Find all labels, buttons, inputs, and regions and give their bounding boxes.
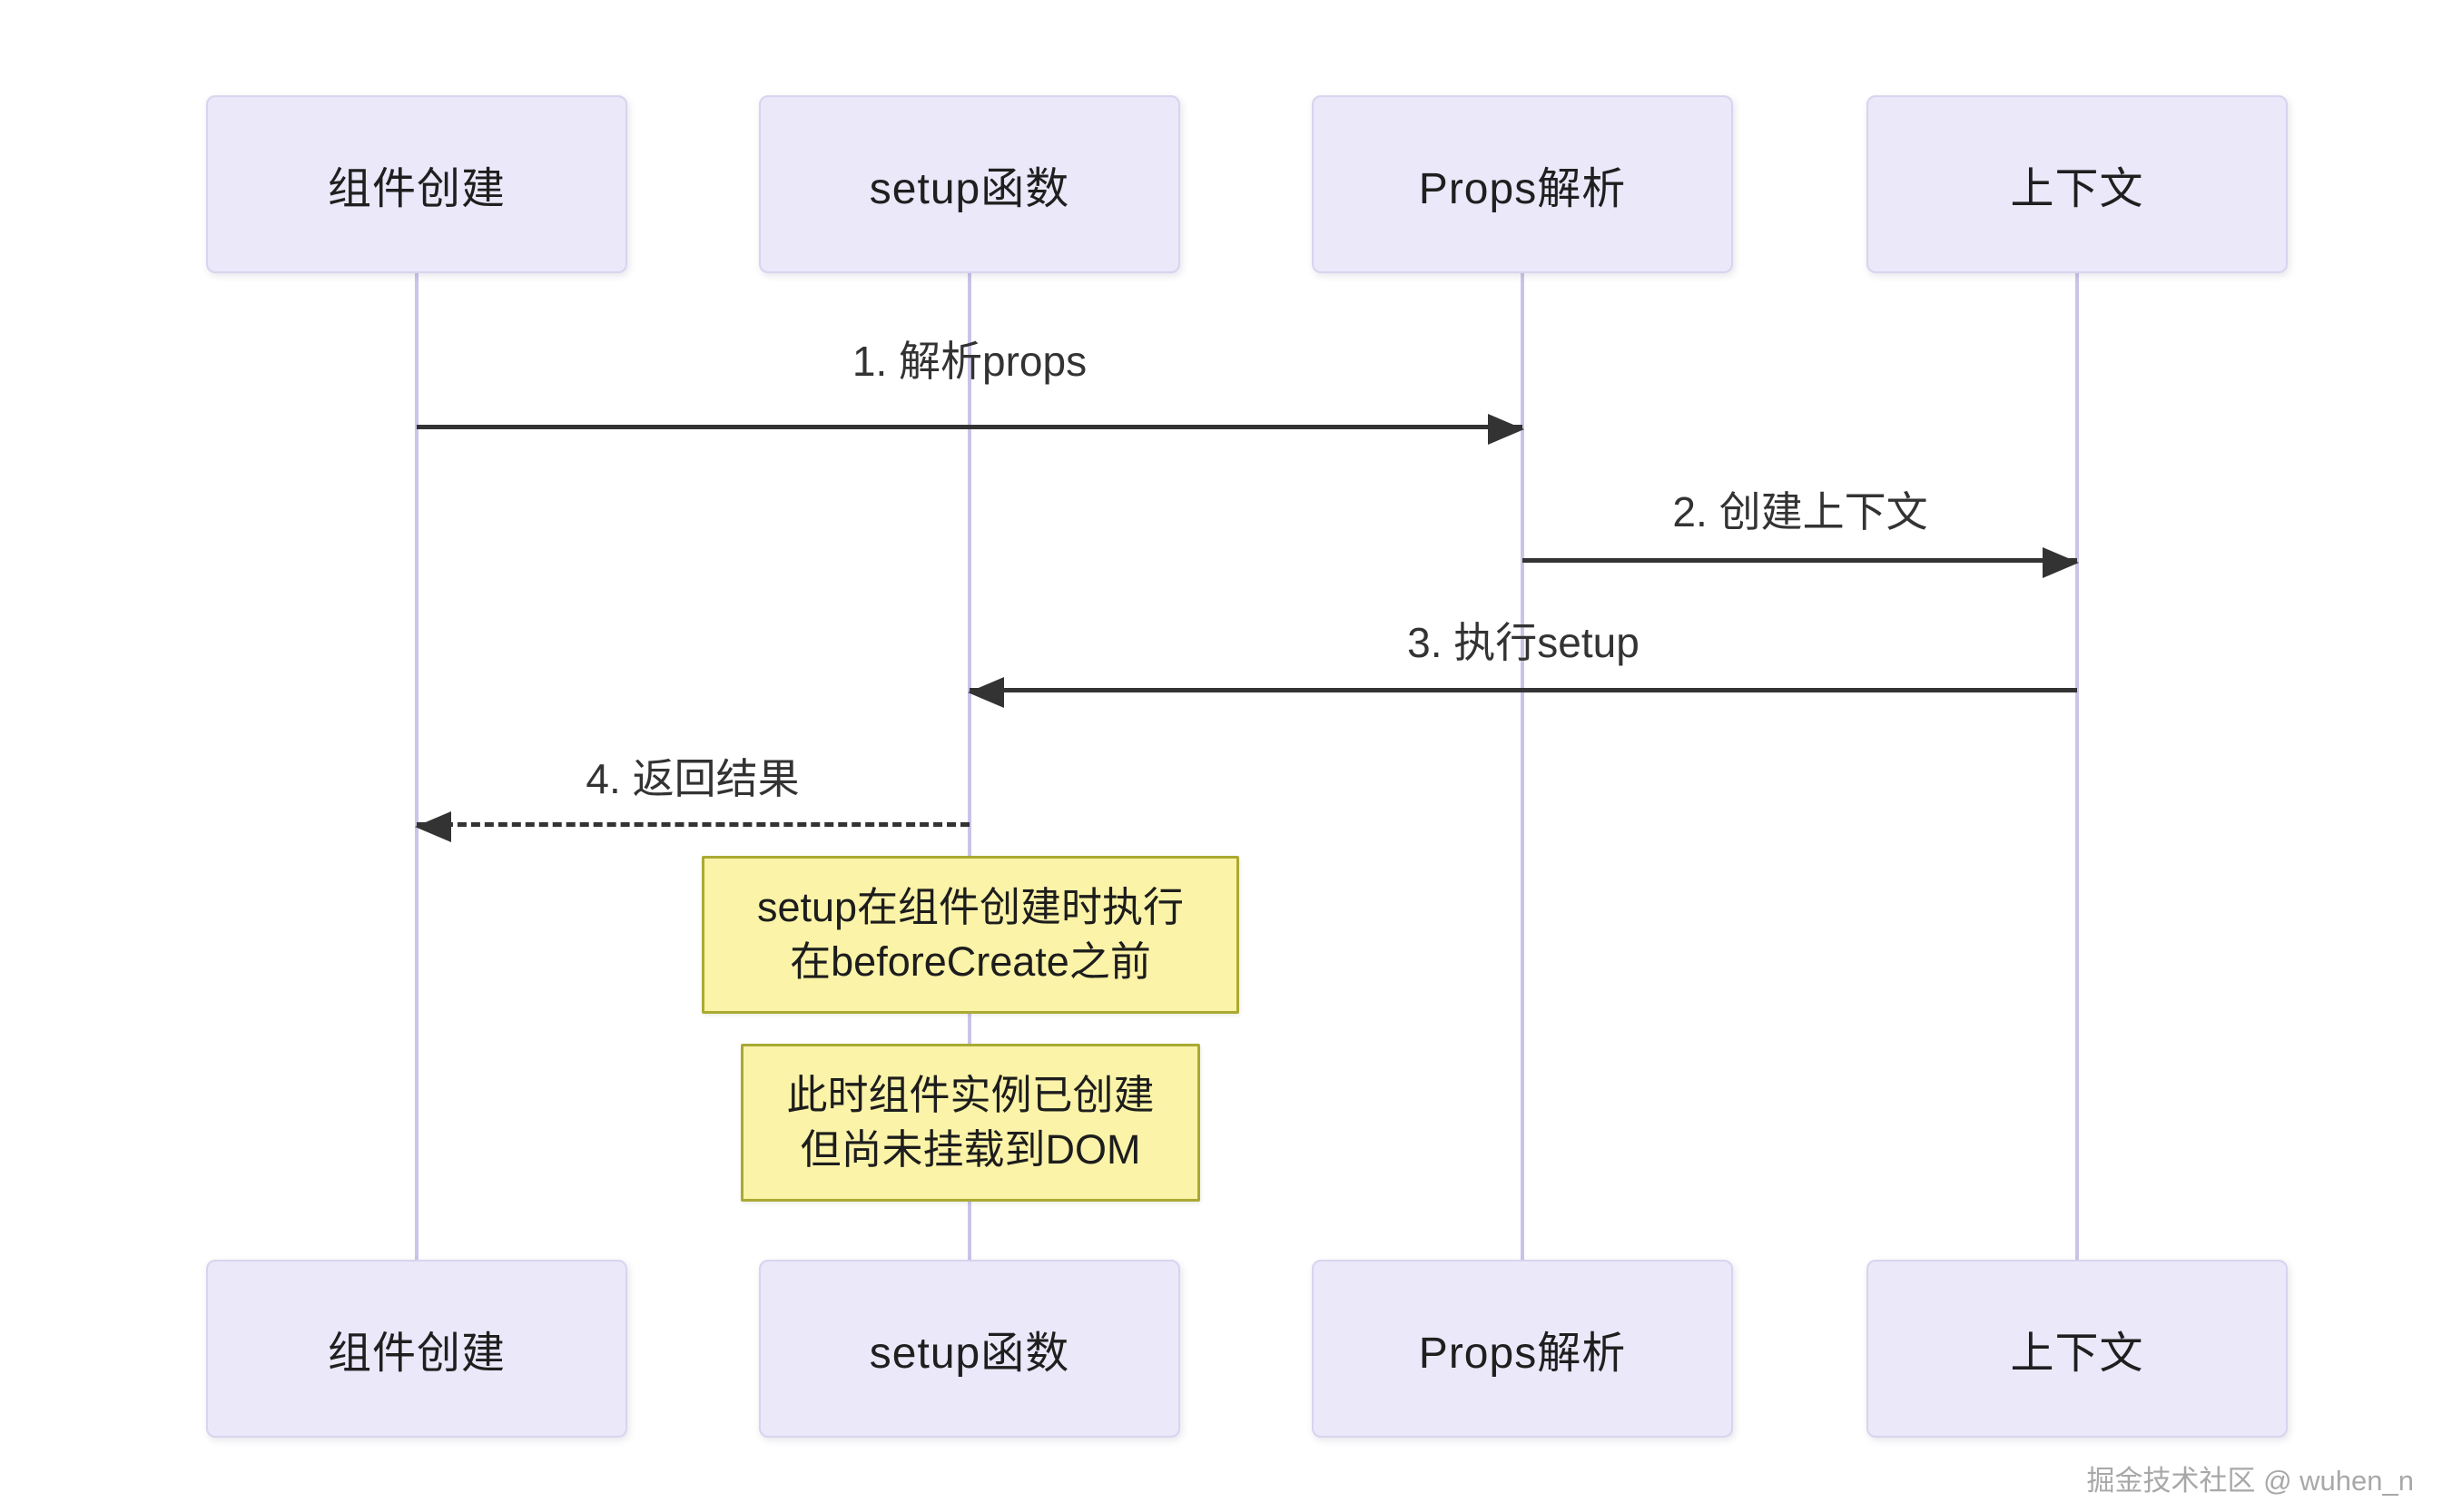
note-line: 但尚未挂载到DOM [800, 1126, 1141, 1173]
note-line: 在beforeCreate之前 [790, 938, 1151, 985]
arrowhead-left-icon [968, 677, 1004, 708]
actor-bottom-context: 上下文 [1866, 1260, 2288, 1438]
actor-label: 组件创建 [327, 1330, 506, 1378]
actor-label: setup函数 [869, 1330, 1070, 1378]
actor-label: Props解析 [1418, 165, 1627, 213]
actor-label: 上下文 [2010, 165, 2144, 213]
actor-label: setup函数 [869, 165, 1070, 213]
actor-top-component-creation: 组件创建 [206, 95, 627, 273]
actor-top-setup-function: setup函数 [759, 95, 1180, 273]
actor-label: Props解析 [1418, 1330, 1627, 1378]
actor-top-props-parsing: Props解析 [1312, 95, 1733, 273]
actor-label: 组件创建 [327, 165, 506, 213]
actor-top-context: 上下文 [1866, 95, 2288, 273]
note-instance-created-not-mounted: 此时组件实例已创建 但尚未挂载到DOM [741, 1044, 1200, 1202]
message-label-1: 1. 解析props [852, 338, 1088, 385]
note-line: setup在组件创建时执行 [756, 884, 1185, 931]
arrowhead-right-icon [1488, 414, 1524, 445]
message-arrow-3 [968, 677, 2077, 708]
note-setup-execution-timing: setup在组件创建时执行 在beforeCreate之前 [702, 856, 1239, 1014]
arrowhead-right-icon [2043, 547, 2079, 578]
actor-bottom-component-creation: 组件创建 [206, 1260, 627, 1438]
message-label-2: 2. 创建上下文 [1672, 488, 1928, 535]
actor-bottom-props-parsing: Props解析 [1312, 1260, 1733, 1438]
message-arrow-2 [1522, 547, 2079, 578]
lifeline-component-creation [415, 273, 419, 1260]
arrowhead-left-icon [415, 811, 451, 842]
actor-label: 上下文 [2010, 1330, 2144, 1378]
watermark: 掘金技术社区 @ wuhen_n [2086, 1465, 2414, 1497]
lifeline-props-parsing [1521, 273, 1524, 1260]
lifeline-context [2075, 273, 2079, 1260]
message-label-3: 3. 执行setup [1407, 619, 1640, 666]
actor-bottom-setup-function: setup函数 [759, 1260, 1180, 1438]
message-arrow-1 [417, 414, 1524, 445]
message-label-4: 4. 返回结果 [586, 755, 800, 802]
lifeline-setup-function [968, 273, 971, 1260]
note-line: 此时组件实例已创建 [786, 1072, 1155, 1119]
message-arrow-4-dashed [415, 811, 970, 842]
